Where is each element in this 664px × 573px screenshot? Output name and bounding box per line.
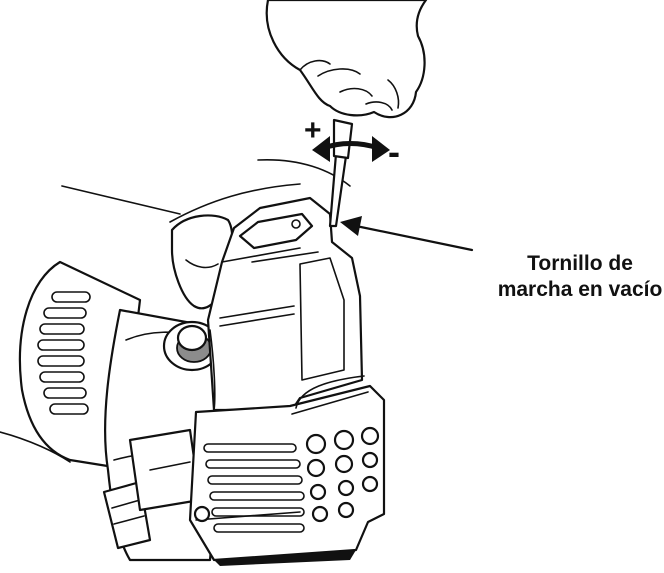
pointer-arrow-icon [340, 216, 474, 252]
engine-cover [188, 375, 386, 566]
housing-vents [37, 291, 91, 415]
cover-holes [305, 426, 380, 523]
idle-screw-label-line2: marcha en vacío [498, 278, 663, 301]
plus-sign: + [304, 114, 322, 147]
rotation-arrow-icon [312, 136, 390, 162]
primer-knob [162, 317, 263, 372]
hand-icon [265, 0, 428, 119]
screwdriver-icon [328, 118, 354, 228]
cooling-fins [203, 443, 305, 533]
minus-sign: - [388, 131, 400, 172]
idle-screw-label-line1: Tornillo de [527, 252, 633, 275]
